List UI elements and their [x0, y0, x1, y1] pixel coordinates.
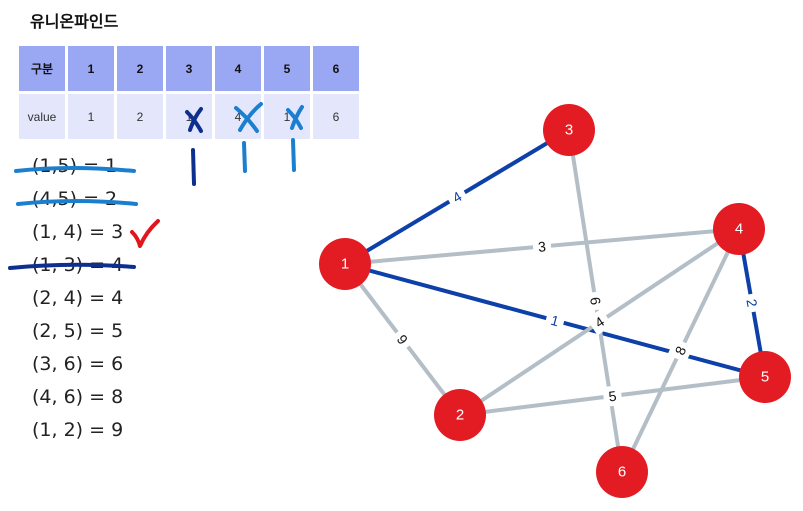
edge-label-bg: [389, 326, 416, 353]
table-header-cell: 3: [166, 46, 212, 91]
table-value-cell: 4: [215, 94, 261, 139]
cross-mark-icon: [286, 105, 304, 130]
nodes-layer: 1 2 3 4 5 6: [319, 104, 791, 498]
edge-weight-label: 2: [743, 298, 760, 309]
edge-label-bg: [584, 290, 607, 312]
strikethrough-icon: [14, 166, 136, 173]
graph-node-label: 2: [456, 407, 464, 424]
table-header-cell: 1: [68, 46, 114, 91]
edge-list-item: (1,5) = 1: [32, 155, 118, 177]
table-header-cell: 4: [215, 46, 261, 91]
edge-label-bg: [602, 384, 623, 408]
graph-node-2: [434, 389, 486, 441]
table-header-cell: 구분: [19, 46, 65, 91]
graph-node-label: 3: [565, 122, 573, 139]
edges-layer: [343, 128, 767, 473]
edge-label-bg: [532, 235, 552, 258]
strikethrough-icon: [16, 199, 138, 206]
edge-weight-label: 3: [537, 238, 546, 255]
table-header-cell: 6: [313, 46, 359, 91]
tally-mark-icon: [242, 141, 247, 173]
graph-node-4: [713, 203, 765, 255]
edge-list-item: (4,5) = 2: [32, 188, 118, 210]
edge-list-item: (2, 4) = 4: [32, 287, 124, 309]
graph-node-label: 6: [618, 464, 626, 481]
graph-node-6: [596, 446, 648, 498]
table-value-cell: value: [19, 94, 65, 139]
table-value-cell: 1: [68, 94, 114, 139]
edge-weight-label: 1: [549, 312, 561, 330]
check-mark-icon: [130, 219, 160, 248]
table-header-row: 구분 1 2 3 4 5 6: [19, 46, 359, 91]
strikethrough-icon: [8, 262, 136, 270]
graph-node-5: [739, 351, 791, 403]
edge-list-item: (1, 2) = 9: [32, 419, 124, 441]
cross-mark-icon: [185, 107, 203, 133]
edge-list-item: (3, 6) = 6: [32, 353, 124, 375]
table-header-cell: 2: [117, 46, 163, 91]
graph-node-1: [319, 238, 371, 290]
cross-mark-icon: [234, 102, 263, 133]
edge-label-bg: [740, 292, 764, 314]
edge-label-bg: [543, 308, 567, 333]
edge-list-item: (1, 4) = 3: [32, 221, 124, 243]
table-value-cell: 2: [117, 94, 163, 139]
page-title: 유니온파인드: [30, 12, 119, 31]
table-value-cell: 6: [313, 94, 359, 139]
table-value-cell: 1: [264, 94, 310, 139]
graph-node-label: 1: [341, 256, 349, 273]
edge-weight-label: 5: [608, 388, 618, 405]
union-find-table: 구분 1 2 3 4 5 6 value 1 2 1 4 1 6: [16, 43, 362, 142]
edge-list-item: (2, 5) = 5: [32, 320, 124, 342]
graph-node-label: 5: [761, 369, 769, 386]
edge-weight-label: 6: [587, 296, 604, 306]
edge-list-item: (4, 6) = 8: [32, 386, 124, 408]
tally-mark-icon: [291, 138, 296, 172]
edge-label-bg: [667, 338, 694, 363]
graph-node-label: 4: [735, 221, 743, 238]
tally-mark-icon: [191, 148, 196, 186]
edge-label-bg: [444, 183, 470, 211]
graph-node-3: [543, 104, 595, 156]
table-header-cell: 5: [264, 46, 310, 91]
edge-label-bg: [586, 308, 613, 336]
